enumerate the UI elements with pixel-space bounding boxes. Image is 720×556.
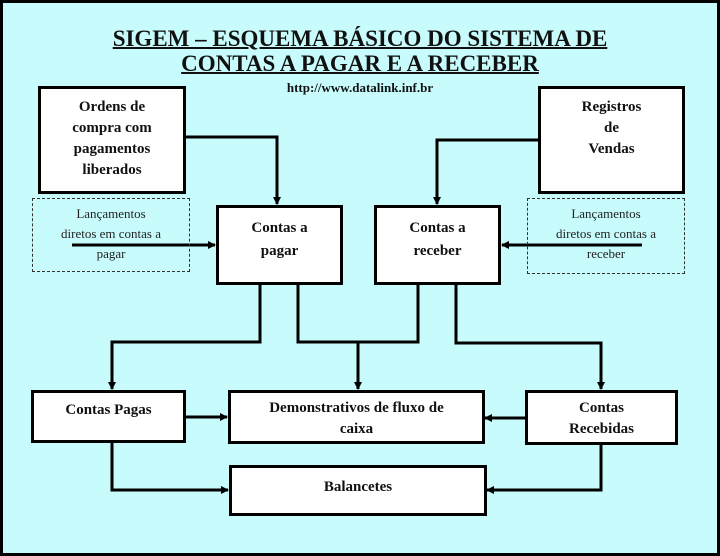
node-text: receber [586,246,626,261]
node-text: Contas [578,400,624,416]
node-text: Lançamentos [76,206,146,221]
node-balancetes: Balancetes [229,465,487,516]
node-text: Contas a [251,220,308,236]
arrow-ordens-to-pagar [185,135,281,205]
node-text: receber [413,243,462,259]
node-text: Registros [581,99,642,115]
node-registros-de-vendas: Registros de Vendas [538,86,685,194]
node-contas-a-receber: Contas a receber [374,205,501,285]
arrow-pagar-to-pagas [108,284,262,390]
node-text: pagamentos [73,141,151,157]
node-text: de [604,120,619,136]
line-pagar-receber-join [296,284,420,344]
node-text: Recebidas [569,421,634,437]
node-demonstrativos-fluxo-caixa: Demonstrativos de fluxo de caixa [228,390,485,444]
arrow-registros-to-receber [433,138,538,205]
title-line-1: SIGEM – ESQUEMA BÁSICO DO SISTEMA DE [112,26,608,51]
node-contas-pagas: Contas Pagas [31,390,186,443]
arrow-pagas-to-balancetes [110,442,229,494]
node-text: Contas a [409,220,466,236]
node-text: Ordens de [78,99,146,115]
node-contas-a-pagar: Contas a pagar [216,205,343,285]
node-text: caixa [339,421,374,437]
node-lancamentos-pagar: Lançamentos diretos em contas a pagar [32,198,190,272]
node-ordens-de-compra: Ordens de compra com pagamentos liberado… [38,86,186,194]
node-text: pagar [260,243,299,259]
node-text: compra com [72,120,152,136]
arrow-receber-to-recebidas [454,284,605,390]
node-text: Demonstrativos de fluxo de [269,400,444,416]
node-text: diretos em contas a [61,226,161,241]
node-text: Balancetes [323,479,393,495]
node-lancamentos-receber: Lançamentos diretos em contas a receber [527,198,685,274]
arrow-recebidas-to-balancetes [486,444,603,494]
node-text: Lançamentos [571,206,641,221]
node-contas-recebidas: Contas Recebidas [525,390,678,445]
node-text: diretos em contas a [556,226,656,241]
node-text: Vendas [588,141,635,157]
node-text: pagar [96,246,126,261]
node-text: liberados [82,162,142,178]
url-text: http://www.datalink.inf.br [286,80,434,95]
node-text: Contas Pagas [65,402,152,418]
title-line-2: CONTAS A PAGAR E A RECEBER [181,51,539,76]
